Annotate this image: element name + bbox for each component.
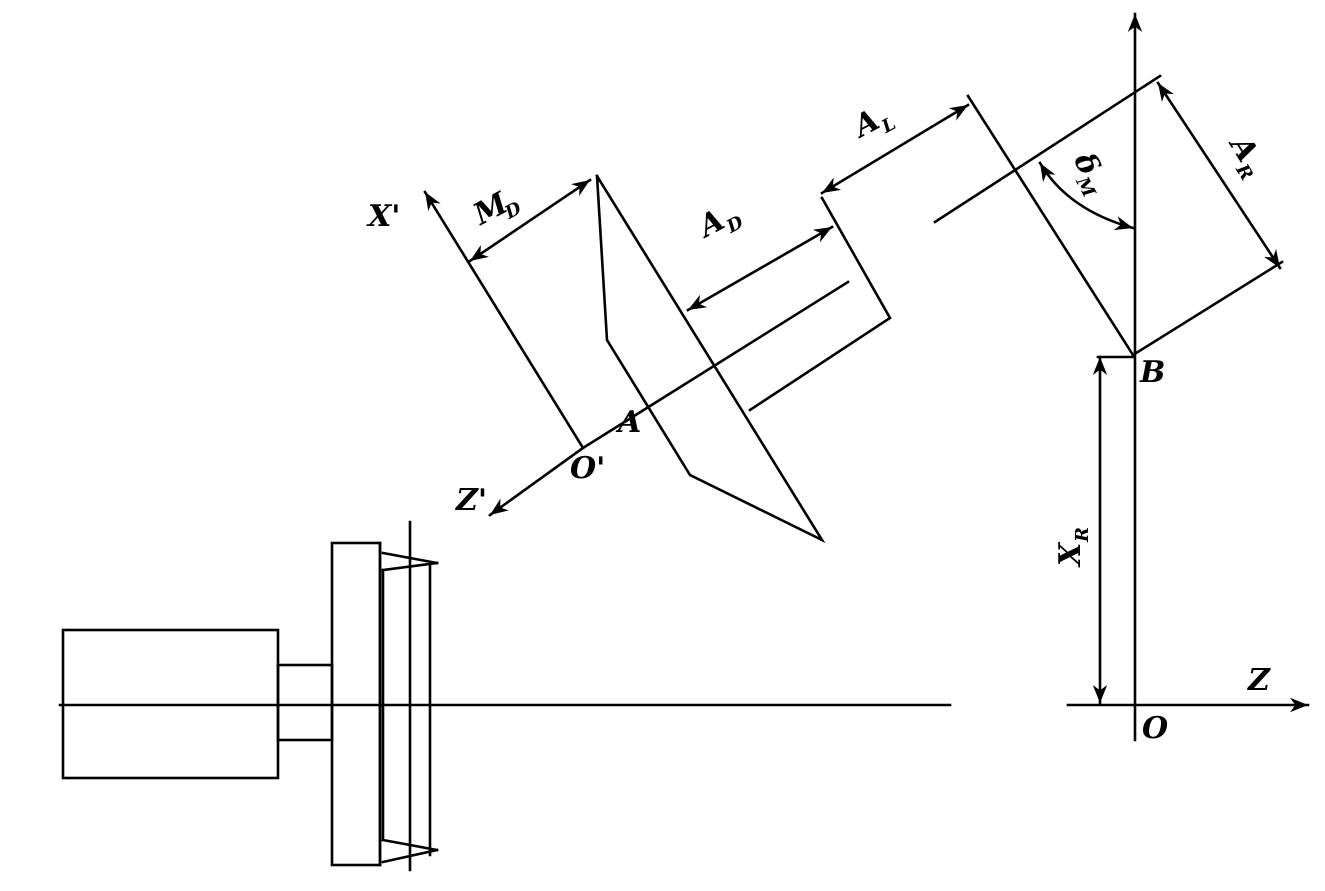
- svg-text:R: R: [1072, 527, 1093, 543]
- tool-insert: [595, 174, 826, 544]
- label-point-a: A: [615, 405, 641, 440]
- label-z-prime: Z': [455, 483, 487, 518]
- svg-text:A: A: [1221, 128, 1265, 169]
- ref-bottom: [1131, 260, 1284, 357]
- ref-top-line: [933, 74, 1162, 224]
- label-x-prime: X': [366, 199, 400, 234]
- x-prime-axis: [423, 190, 585, 450]
- svg-text:A: A: [846, 103, 886, 146]
- z-prime-axis: [488, 446, 585, 517]
- svg-text:A: A: [691, 203, 731, 246]
- jaw-bevel-top-2: [381, 551, 439, 565]
- dimensions: [468, 81, 1282, 705]
- cutting-tool: [595, 174, 892, 544]
- tool-shank: [748, 196, 892, 412]
- jaw-bevel-top: [381, 561, 439, 572]
- label-ar: A R: [1221, 128, 1265, 185]
- dim-ad: [686, 225, 834, 312]
- angle-delta-m-arc: [1038, 161, 1135, 231]
- dim-md: [468, 178, 592, 263]
- label-z-axis: Z: [1247, 663, 1271, 698]
- labels: X' Z' O' A B O Z M D A D A L A R δ M X R: [366, 103, 1271, 746]
- spindle-chuck: [61, 520, 439, 872]
- jaw-bevel-bottom-2: [381, 848, 439, 864]
- dim-ar: [1156, 81, 1282, 270]
- label-al: A L: [846, 103, 900, 146]
- spindle-neck: [276, 663, 334, 742]
- main-coordinate-system: [58, 12, 1310, 742]
- reference-block: [933, 74, 1284, 359]
- dim-al: [820, 103, 970, 195]
- label-o-prime: O': [570, 451, 605, 486]
- label-delta-m: δ M: [1066, 146, 1107, 202]
- label-point-b: B: [1139, 355, 1165, 390]
- ref-side-left: [966, 94, 1135, 357]
- label-xr: X R: [1053, 527, 1093, 568]
- label-origin: O: [1142, 711, 1168, 746]
- label-ad: A D: [691, 203, 748, 246]
- svg-text:X: X: [1053, 541, 1088, 568]
- jaw-bevel-bottom: [381, 838, 439, 852]
